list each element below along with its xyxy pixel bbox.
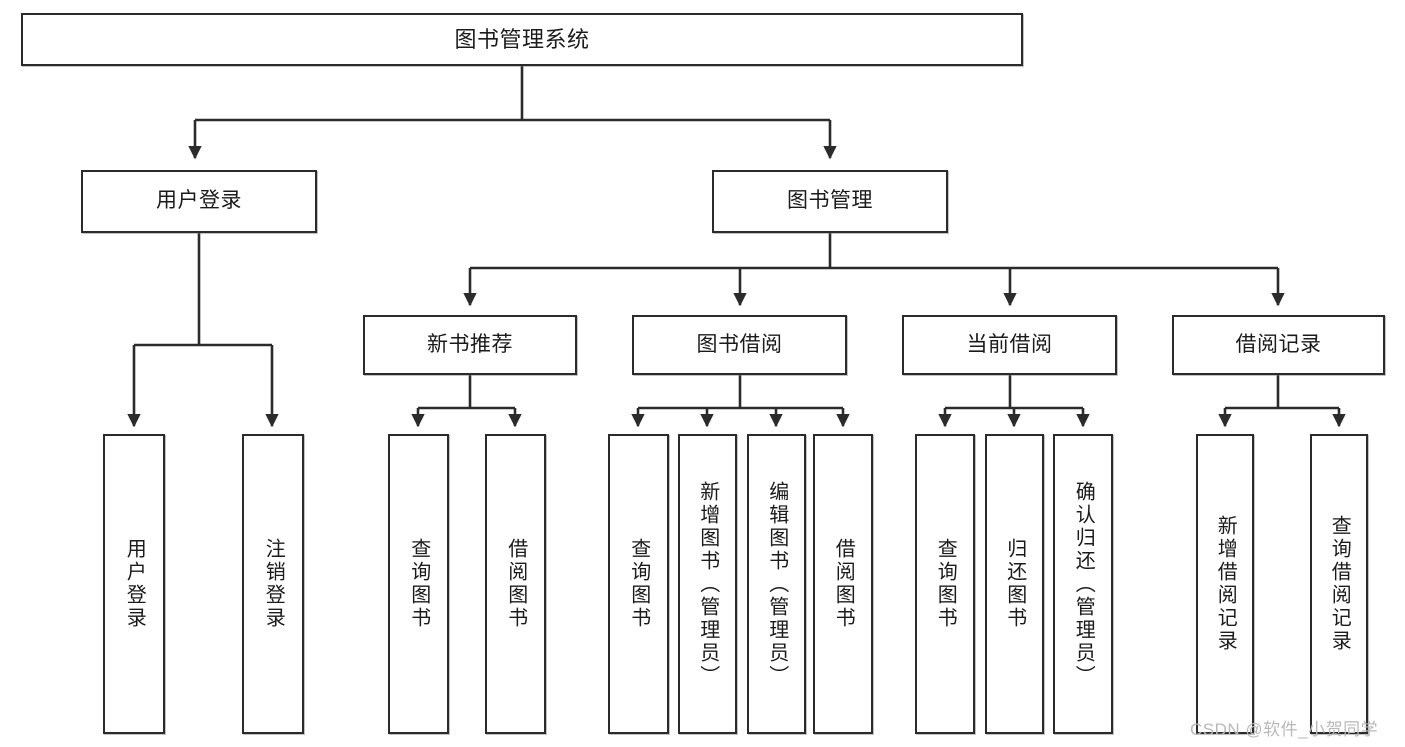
node-book-borrow[interactable]: 图书借阅 bbox=[632, 315, 847, 375]
node-leaf-edit-book[interactable]: 编辑图书（管理员） bbox=[747, 434, 806, 734]
node-leaf-borrow-book-2[interactable]: 借阅图书 bbox=[813, 434, 873, 734]
node-leaf-add-record[interactable]: 新增借阅记录 bbox=[1196, 434, 1254, 734]
node-leaf-add-book[interactable]: 新增图书（管理员） bbox=[678, 434, 737, 734]
node-label: 新书推荐 bbox=[427, 332, 513, 356]
node-label: 查询图书 bbox=[407, 538, 430, 630]
node-label: 当前借阅 bbox=[966, 332, 1053, 356]
node-label: 借阅记录 bbox=[1235, 332, 1322, 356]
node-label: 归还图书 bbox=[1003, 538, 1026, 630]
node-leaf-query-record[interactable]: 查询借阅记录 bbox=[1310, 434, 1368, 734]
watermark: CSDN @软件_小贺同学 bbox=[1190, 720, 1379, 739]
node-label: 查询图书 bbox=[934, 538, 957, 630]
node-current-borrow[interactable]: 当前借阅 bbox=[902, 315, 1117, 375]
node-label: 用户登录 bbox=[156, 189, 242, 213]
node-borrow-record[interactable]: 借阅记录 bbox=[1172, 315, 1385, 375]
node-label: 确认归还（管理员） bbox=[1072, 480, 1095, 688]
node-label: 查询借阅记录 bbox=[1328, 515, 1351, 653]
node-label: 查询图书 bbox=[627, 538, 650, 630]
node-leaf-return-book[interactable]: 归还图书 bbox=[985, 434, 1044, 734]
node-label: 用户登录 bbox=[123, 538, 146, 630]
node-root-book-management-system[interactable]: 图书管理系统 bbox=[21, 13, 1023, 66]
node-leaf-user-logout[interactable]: 注销登录 bbox=[242, 434, 304, 734]
node-new-book-recommend[interactable]: 新书推荐 bbox=[363, 315, 577, 375]
node-book-manage[interactable]: 图书管理 bbox=[712, 170, 948, 233]
node-label: 图书借阅 bbox=[696, 332, 783, 356]
node-label: 图书管理 bbox=[787, 189, 873, 213]
node-label: 新增图书（管理员） bbox=[696, 480, 719, 688]
node-leaf-query-book-2[interactable]: 查询图书 bbox=[608, 434, 669, 734]
node-leaf-borrow-book-1[interactable]: 借阅图书 bbox=[485, 434, 546, 734]
node-label: 图书管理系统 bbox=[454, 26, 590, 52]
node-user-login[interactable]: 用户登录 bbox=[81, 170, 317, 233]
node-leaf-confirm-return[interactable]: 确认归还（管理员） bbox=[1053, 434, 1113, 734]
node-leaf-query-book-3[interactable]: 查询图书 bbox=[915, 434, 975, 734]
node-label: 编辑图书（管理员） bbox=[765, 480, 788, 688]
node-label: 注销登录 bbox=[262, 538, 285, 630]
node-label: 借阅图书 bbox=[504, 538, 527, 630]
node-label: 新增借阅记录 bbox=[1214, 515, 1237, 653]
node-leaf-query-book-1[interactable]: 查询图书 bbox=[388, 434, 449, 734]
node-label: 借阅图书 bbox=[832, 538, 855, 630]
node-leaf-user-login[interactable]: 用户登录 bbox=[103, 434, 165, 734]
